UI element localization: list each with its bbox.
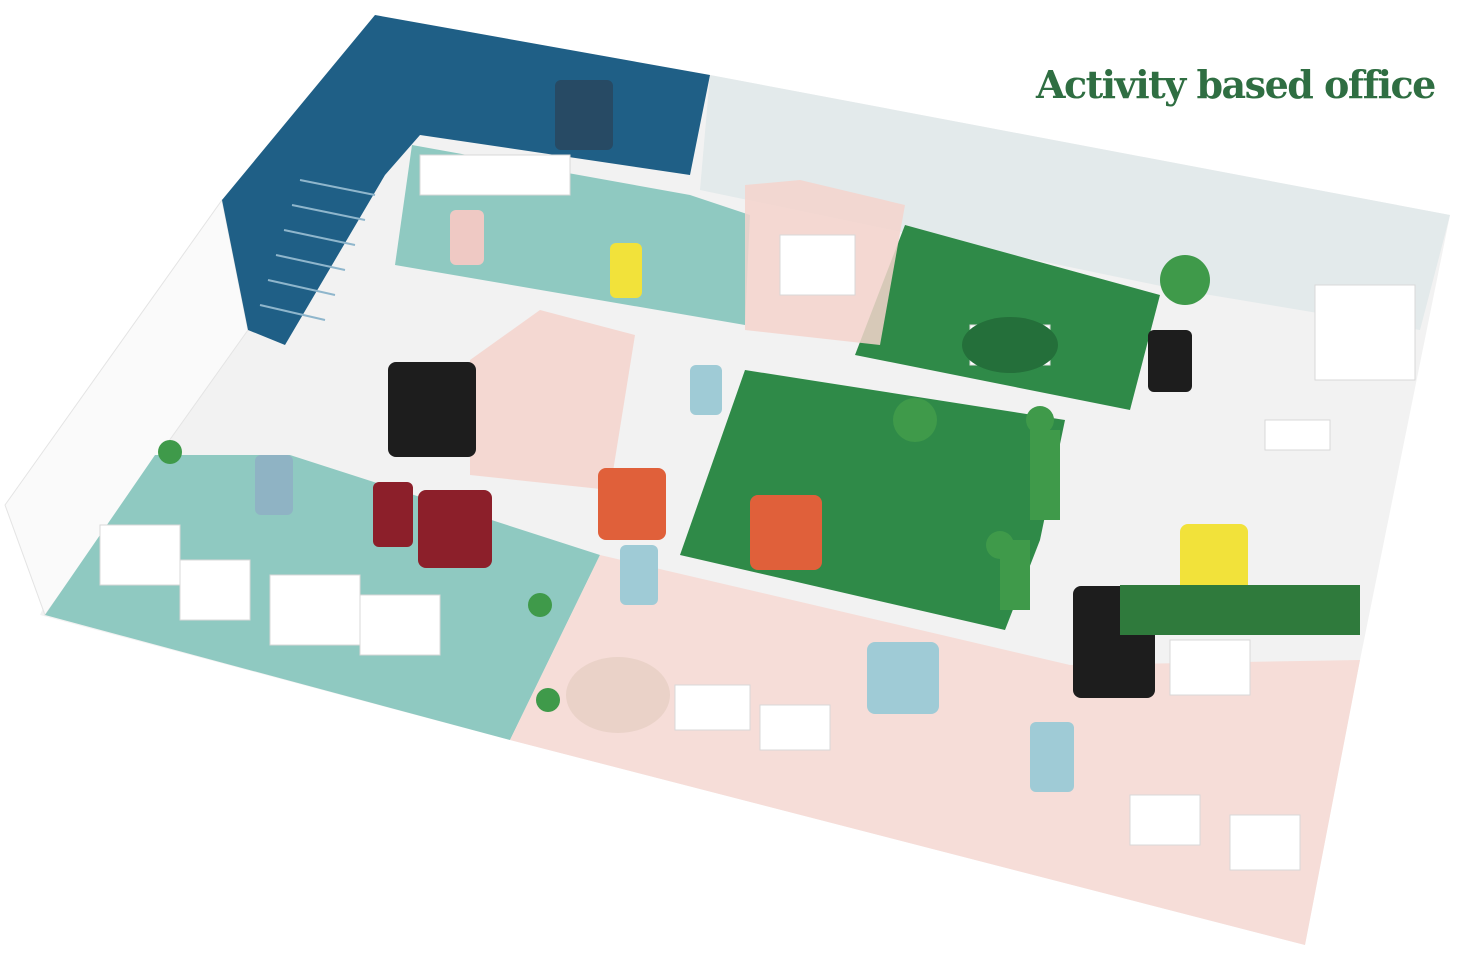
pod-lightblue xyxy=(620,545,658,605)
pod-pink xyxy=(450,210,484,265)
stair-icon xyxy=(259,179,376,321)
pod-yellow xyxy=(1180,524,1248,596)
glass-room-zone xyxy=(700,75,1450,330)
pod-lightblue xyxy=(1030,722,1074,792)
page-title: Activity based office xyxy=(1036,62,1436,107)
lounge-rug xyxy=(962,317,1058,373)
pod-lightblue xyxy=(255,455,293,515)
pod-black xyxy=(388,362,476,457)
pod-red xyxy=(373,482,413,547)
meeting-room-center xyxy=(470,310,635,490)
pod-black xyxy=(1148,330,1192,392)
desks xyxy=(99,154,1416,871)
phone-booths xyxy=(255,80,1248,792)
pod-navy xyxy=(555,80,613,150)
pod-yellow xyxy=(610,243,642,298)
pod-red xyxy=(418,490,492,568)
pink-zone xyxy=(510,555,1360,945)
pod-orange xyxy=(598,468,666,540)
rug xyxy=(566,657,670,733)
pod-lightblue xyxy=(690,365,722,415)
pod-lightblue xyxy=(867,642,939,714)
pod-orange xyxy=(750,495,822,570)
plant-icons xyxy=(158,255,1360,712)
